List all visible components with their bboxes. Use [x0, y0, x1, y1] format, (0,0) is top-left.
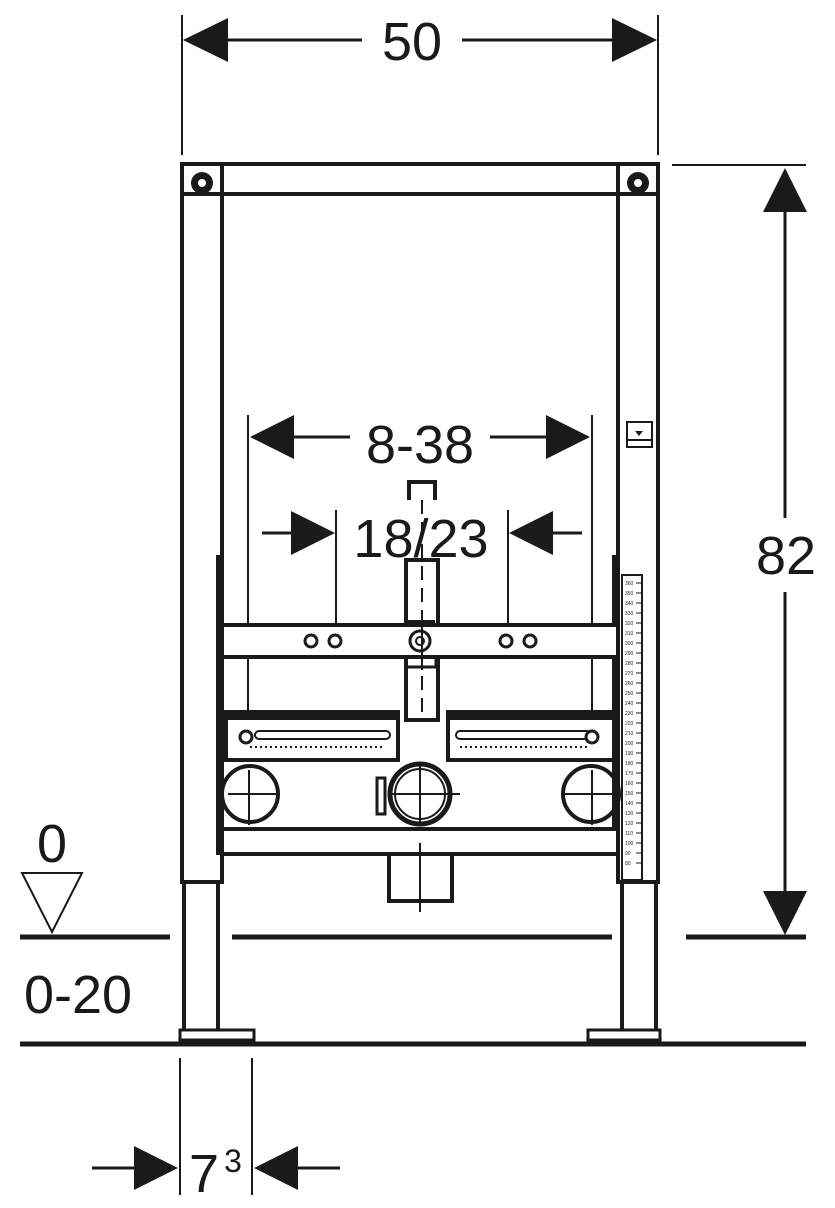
- scale-label: 80: [625, 861, 631, 867]
- scale-label: 220: [625, 721, 634, 727]
- scale-label: 290: [625, 651, 634, 657]
- height-scale: 360 350 340 330 320 310 300 290 280 270 260 250 240 2…: [621, 574, 643, 881]
- arrow-up: [763, 168, 807, 212]
- scale-label: 240: [625, 701, 634, 707]
- scale-label: 350: [625, 591, 634, 597]
- scale-label: 260: [625, 681, 634, 687]
- scale-label: 230: [625, 711, 634, 717]
- arrow-left: [183, 18, 228, 62]
- scale-label: 360: [625, 581, 634, 587]
- scale-label: 100: [625, 841, 634, 847]
- connection-center-dimension: 18/23: [262, 509, 582, 640]
- flanges: [220, 761, 621, 827]
- scale-label: 110: [625, 831, 633, 837]
- scale-label: 200: [625, 741, 634, 747]
- legs: [178, 880, 662, 1042]
- crossbar: [220, 612, 620, 670]
- scale-label: 190: [625, 751, 634, 757]
- scale-label: 140: [625, 801, 634, 807]
- scale-label: 270: [625, 671, 634, 677]
- floor-level-label: 0: [37, 814, 67, 874]
- floor-level-marker: 0 0-20: [20, 814, 132, 1025]
- scale-label: 330: [625, 611, 634, 617]
- height-label: 82: [756, 526, 816, 586]
- scale-label: 90: [625, 851, 631, 857]
- floor-lines: [20, 934, 806, 1047]
- scale-label: 180: [625, 761, 634, 767]
- height-dimension: 82: [672, 164, 816, 935]
- scale-label: 150: [625, 791, 634, 797]
- width-label: 50: [382, 12, 442, 72]
- connection-spacing-label: 8-38: [366, 415, 474, 475]
- arrow-right: [612, 18, 657, 62]
- frame: [180, 162, 660, 884]
- foot-width-superscript: 3: [224, 1143, 242, 1179]
- scale-label: 170: [625, 771, 634, 777]
- scale-label: 340: [625, 601, 634, 607]
- foot-width-dimension: 7 3: [92, 1058, 340, 1204]
- scale-label: 250: [625, 691, 634, 697]
- scale-label: 210: [625, 731, 634, 737]
- width-dimension: 50: [181, 12, 659, 155]
- connection-spacing-dimension: 8-38: [247, 415, 593, 740]
- scale-label: 280: [625, 661, 634, 667]
- foot-width-label: 7: [189, 1144, 219, 1204]
- scale-label: 320: [625, 621, 634, 627]
- scale-label: 310: [625, 631, 634, 637]
- scale-label: 130: [625, 811, 634, 817]
- arrow-down: [763, 891, 807, 935]
- level-triangle-icon: [20, 872, 84, 935]
- scale-label: 120: [625, 821, 634, 827]
- floor-range-label: 0-20: [24, 965, 132, 1025]
- scale-label: 160: [625, 781, 634, 787]
- scale-label: 300: [625, 641, 634, 647]
- adjustment-rails: [224, 710, 616, 762]
